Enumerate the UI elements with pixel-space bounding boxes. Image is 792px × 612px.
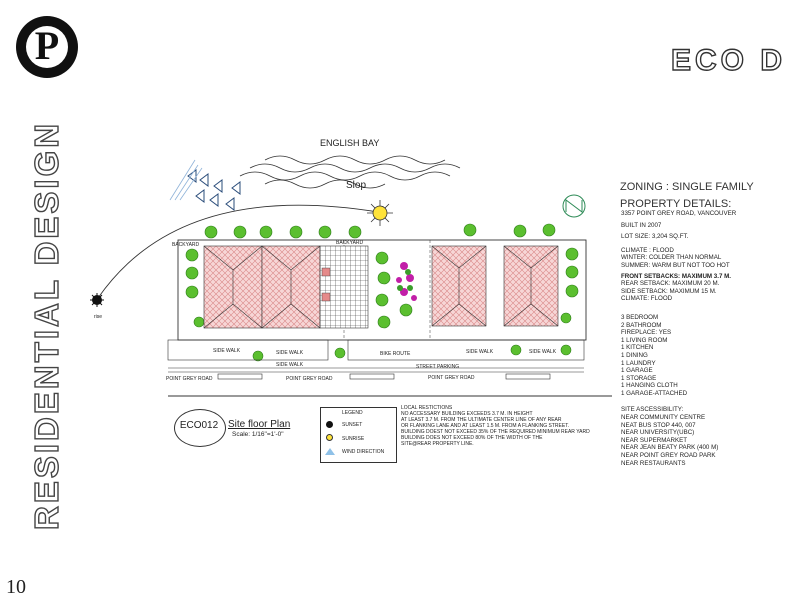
room-item: 2 BATHROOM [621, 321, 662, 329]
front-setback: FRONT SETBACKS: MAXIMUM 3.7 M. [621, 272, 732, 280]
access-item: NEAR JEAN BEATY PARK (400 M) [621, 444, 719, 452]
access-item: NEAR RESTAURANTS [621, 459, 686, 467]
house-4 [503, 245, 559, 327]
trees [185, 223, 579, 362]
legend-wind-icon [325, 448, 335, 455]
access-item: NEAR COMMUNITY CENTRE [621, 414, 706, 422]
room-item: 1 KITCHEN [621, 344, 654, 352]
slope-label: Slop [346, 180, 366, 191]
road-label-1: POINT GREY ROAD [166, 376, 213, 382]
logo-letter: P [34, 23, 60, 68]
street-parking-label: STREET PARKING [416, 364, 459, 370]
house-1 [203, 245, 263, 329]
winter-climate: WINTER: COLDER THAN NORMAL [621, 254, 722, 262]
north-arrow-icon [562, 194, 586, 218]
room-item: 1 LIVING ROOM [621, 336, 668, 344]
legend-sunset: SUNSET [342, 422, 363, 428]
room-item: 1 DINING [621, 351, 648, 359]
page-number: 10 [6, 576, 26, 598]
legend-sunrise: SUNRISE [342, 436, 365, 442]
room-item: 1 GARAGE-ATTACHED [621, 389, 688, 397]
house-grid [319, 245, 369, 329]
room-item: 3 BEDROOM [621, 313, 659, 321]
flower-bed [396, 262, 417, 301]
road-dashes [217, 373, 551, 380]
sunset-icon [90, 293, 104, 307]
legend-sunrise-icon [326, 434, 333, 441]
title-oval [174, 409, 226, 447]
backyard-label-2: BACKYARD [336, 240, 364, 246]
room-item: 1 LAUNDRY [621, 359, 656, 367]
room-item: 1 HANGING CLOTH [621, 382, 678, 390]
property-info: 3357 POINT GREY ROAD, VANCOUVER BUILT IN… [621, 210, 736, 467]
restriction-line: LOCAL RESTICTIONS [401, 405, 453, 411]
english-bay-label: ENGLISH BAY [320, 138, 379, 148]
property-details-heading: PROPERTY DETAILS: [620, 198, 732, 210]
summer-climate: SUMMER: WARM BUT NOT TOO HOT [621, 261, 730, 269]
brand-title: ECO D [670, 43, 786, 77]
bike-route-label: BIKE ROUTE [380, 351, 411, 357]
room-item: 1 STORAGE [621, 374, 657, 382]
house-2 [261, 245, 321, 329]
legend-title: LEGEND [342, 410, 363, 416]
drawing-code: ECO012 [179, 420, 219, 431]
drawing-scale: Scale: 1/16"=1'-0" [232, 431, 284, 438]
restriction-line: BUILDING DOEST NOT EXCEED 35% OF THE REQ… [401, 429, 590, 435]
restriction-line: AT LEAST 3.7 M. FROM THE ULTIMATE CENTER… [401, 417, 562, 423]
climate-flood: CLIMATE: FLOOD [621, 295, 673, 303]
legend-wind: WIND DIRECTION [342, 449, 385, 455]
sunrise-icon [367, 200, 393, 226]
local-restrictions: LOCAL RESTICTIONS NO ACCESSARY BUILDING … [401, 405, 590, 447]
backyard-label-1: BACKYARD [172, 242, 200, 248]
restriction-line: SITE@REAR PROPERTY LINE. [401, 441, 474, 447]
access-item: NEAR POINT GREY ROAD PARK [621, 452, 716, 460]
restriction-line: OR FLANKING LANE AND AT LEAST 1.5 M. FRO… [401, 423, 570, 429]
access-item: NEAR UNIVERSITY(UBC) [621, 429, 695, 437]
sunset-caption: rise [94, 314, 102, 320]
sidewalk-label-2: SIDE WALK [276, 350, 304, 356]
sidewalk-label-4: SIDE WALK [529, 349, 557, 355]
sidewalk-label-3: SIDE WALK [466, 349, 494, 355]
road-label-2: POINT GREY ROAD [286, 376, 333, 382]
room-item: FIREPLACE: YES [621, 329, 672, 337]
legend-box [320, 407, 397, 463]
rear-setback: REAR SETBACK: MAXIMUM 20 M. [621, 280, 720, 288]
drawing-title: Site floor Plan [228, 419, 291, 430]
sidewalk-label-5: SIDE WALK [276, 362, 304, 368]
sidewalk-band [167, 339, 585, 373]
zoning-heading: ZONING : SINGLE FAMILY [620, 181, 754, 193]
wind-direction-icons [187, 169, 241, 211]
access-item: NEAT BUS STOP 440, 007 [621, 421, 696, 429]
wind-lines [169, 159, 203, 201]
address: 3357 POINT GREY ROAD, VANCOUVER [621, 210, 737, 217]
climate-heading: CLIMATE : FLOOD [621, 246, 674, 254]
legend-sunset-icon [326, 421, 333, 428]
sidewalk-label-1: SIDE WALK [213, 348, 241, 354]
room-item: 1 GARAGE [621, 367, 653, 375]
access-item: SITE ASCESSIBILITY: [621, 406, 684, 414]
english-bay-waves [239, 155, 461, 189]
access-item: NEAR SUPERMARKET [621, 436, 688, 444]
logo-inner-ring [26, 26, 68, 68]
house-3 [431, 245, 487, 327]
sun-path-arc [97, 204, 379, 299]
road-label-3: POINT GREY ROAD [428, 375, 475, 381]
restriction-line: NO ACCESSARY BUILDING EXCEEDS 3.7 M. IN … [401, 411, 533, 417]
restriction-line: BUILDING DOES NOT EXCEED 80% OF THE WIDT… [401, 435, 543, 441]
side-setback: SIDE SETBACK: MAXIMUM 15 M. [621, 287, 717, 295]
lot-size: LOT SIZE: 3,204 SQ.FT. [621, 233, 689, 241]
built-year: BUILT IN 2007 [621, 221, 662, 229]
